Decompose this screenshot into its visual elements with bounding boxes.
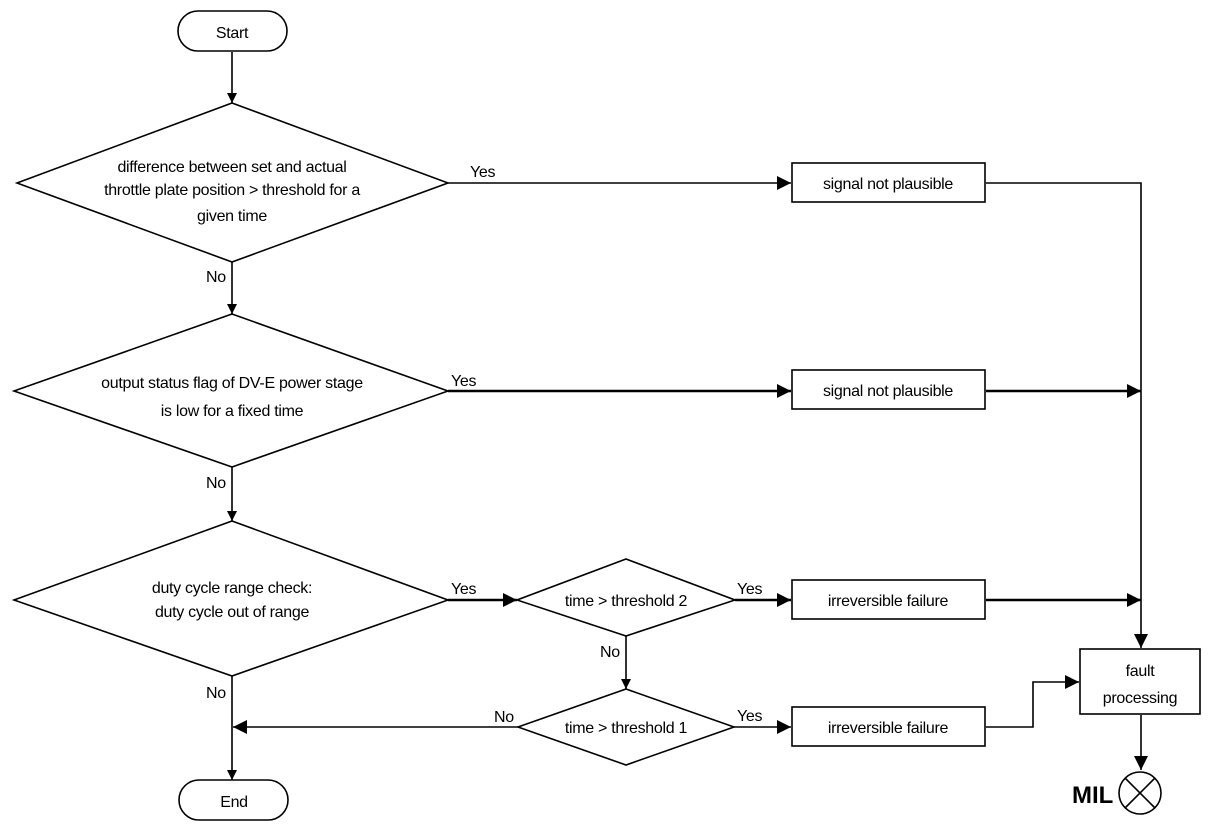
mil-lamp-icon xyxy=(1118,771,1162,815)
decision-time-threshold-2: time > threshold 2 xyxy=(514,558,738,637)
box2-label: signal not plausible xyxy=(823,383,953,400)
fault-line-2: processing xyxy=(1103,690,1177,707)
decision2-yes-label: Yes xyxy=(451,373,477,390)
end-label: End xyxy=(220,794,248,811)
decision5-yes-label: Yes xyxy=(737,708,763,725)
decision5-no-label: No xyxy=(494,709,514,726)
box-signal-not-plausible-1: signal not plausible xyxy=(791,162,986,203)
line-box1-to-fault xyxy=(986,182,1148,648)
box-signal-not-plausible-2: signal not plausible xyxy=(791,369,986,410)
decision-output-status-flag: output status flag of DV-E power stage i… xyxy=(11,313,451,468)
decision1-no-label: No xyxy=(206,269,226,286)
decision-duty-cycle-range: duty cycle range check: duty cycle out o… xyxy=(11,520,451,677)
fault-line-1: fault xyxy=(1126,663,1156,680)
box-irreversible-failure-1: irreversible failure xyxy=(791,579,986,620)
decision3-line-1: duty cycle range check: xyxy=(152,580,312,597)
arrow-box4-to-fault xyxy=(986,675,1079,728)
box-fault-processing: fault processing xyxy=(1079,648,1201,715)
decision4-label: time > threshold 2 xyxy=(565,593,688,610)
decision1-line-3: given time xyxy=(197,208,267,225)
end-terminal: End xyxy=(178,779,289,821)
box4-label: irreversible failure xyxy=(828,720,949,737)
decision1-yes-label: Yes xyxy=(470,164,496,181)
decision2-line-2: is low for a fixed time xyxy=(161,403,304,420)
decision5-label: time > threshold 1 xyxy=(565,720,688,737)
start-label: Start xyxy=(216,25,249,42)
decision1-line-1: difference between set and actual xyxy=(117,159,346,176)
box1-label: signal not plausible xyxy=(823,176,953,193)
connectors xyxy=(227,52,1148,780)
decision2-line-1: output status flag of DV-E power stage xyxy=(101,375,363,392)
decision-difference-threshold: difference between set and actual thrott… xyxy=(14,102,451,263)
decision3-no-label: No xyxy=(206,685,226,702)
mil-label: MIL xyxy=(1072,782,1113,809)
decision3-yes-label: Yes xyxy=(451,581,477,598)
box3-label: irreversible failure xyxy=(828,593,949,610)
decision4-yes-label: Yes xyxy=(737,581,763,598)
decision-time-threshold-1: time > threshold 1 xyxy=(515,688,737,766)
decision4-no-label: No xyxy=(600,644,620,661)
decision2-no-label: No xyxy=(206,475,226,492)
decision1-line-2: throttle plate position > threshold for … xyxy=(104,182,360,199)
start-terminal: Start xyxy=(177,10,288,52)
box-irreversible-failure-2: irreversible failure xyxy=(791,706,986,747)
decision3-line-2: duty cycle out of range xyxy=(155,604,309,621)
